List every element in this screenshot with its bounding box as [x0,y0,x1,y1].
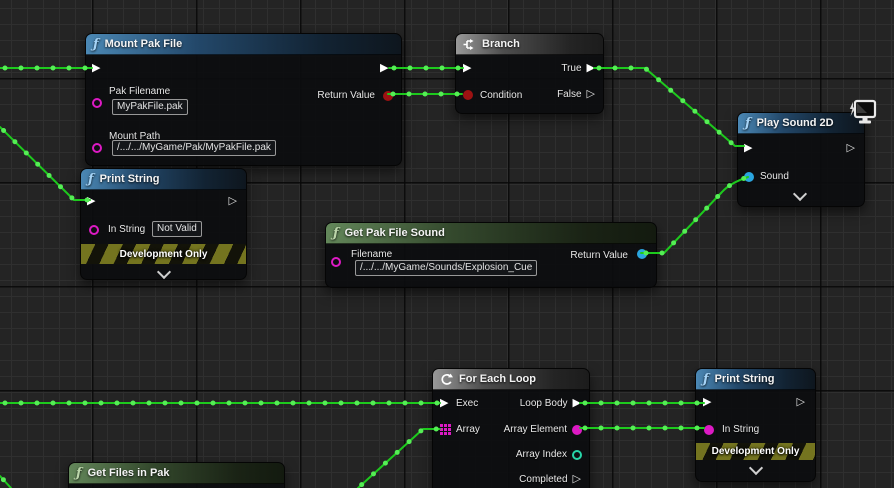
wire-offscreen-corner [0,475,12,488]
array-index-row[interactable]: Array Index [516,449,582,460]
function-icon: ƒ [333,225,339,241]
wire-sound-return-to-playsound [640,176,749,254]
array-index-label: Array Index [515,449,567,460]
node-title: Get Files in Pak [87,467,170,479]
return-value-pin[interactable] [637,249,647,259]
pak-filename-pin[interactable] [92,98,102,108]
sound-label: Sound [760,171,789,182]
node-header[interactable]: ƒ Get Pak File Sound [326,223,656,244]
function-icon: ƒ [745,115,751,131]
exec-in-pin[interactable]: ▶ [92,62,101,74]
in-string-field[interactable]: Not Valid [152,221,202,237]
node-print-string-1[interactable]: ƒ Print String ▶ ▷ In String Not Valid D… [80,168,247,280]
exec-in-pin[interactable]: ▶ [440,397,449,409]
true-label: True [561,63,582,74]
mount-path-pin[interactable] [92,143,102,153]
exec-in-pin[interactable]: ▶ [87,195,96,207]
node-for-each-loop[interactable]: For Each Loop ▶ Exec Loop Body ▶ Array A… [432,368,590,488]
chevron-down-icon[interactable] [156,264,172,280]
filename-pin[interactable] [331,257,341,267]
node-header[interactable]: For Each Loop [433,369,589,390]
banner-text: Development Only [119,248,208,260]
exec-out-pin[interactable]: ▷ [796,396,805,408]
array-element-label: Array Element [503,424,567,435]
exec-in-pin[interactable]: ▶ [703,396,712,408]
node-title: Print String [99,173,160,185]
return-value-pin[interactable] [383,91,393,101]
node-header[interactable]: ƒ Play Sound 2D [738,113,864,134]
node-header[interactable]: ƒ Get Files in Pak [69,463,284,484]
return-value-label: Return Value [317,90,375,101]
in-string-pin[interactable] [89,225,99,235]
in-string-label: In String [108,224,146,235]
node-title: Mount Pak File [104,38,183,50]
node-header[interactable]: ƒ Print String [696,369,815,390]
node-title: Get Pak File Sound [344,227,445,239]
loop-body-exec-pin[interactable]: ▶ [572,397,581,409]
array-index-pin[interactable] [572,449,582,460]
true-exec-pin[interactable]: ▶ [586,62,595,74]
node-get-pak-file-sound[interactable]: ƒ Get Pak File Sound Filename /.../.../M… [325,222,657,288]
exec-out-pin[interactable]: ▷ [228,195,237,207]
pak-filename-label: Pak Filename [109,86,171,97]
array-label: Array [456,424,480,435]
array-element-pin[interactable] [572,424,582,435]
node-title: Branch [482,38,520,50]
exec-in-pin[interactable]: ▶ [744,142,753,154]
banner-text: Development Only [711,446,800,457]
function-icon: ƒ [76,465,82,481]
mount-path-field[interactable]: /.../.../MyGame/Pak/MyPakFile.pak [112,140,276,156]
node-header[interactable]: Branch [456,34,603,55]
chevron-down-icon[interactable] [748,460,764,476]
node-title: Print String [714,373,775,385]
node-play-sound-2d[interactable]: ƒ Play Sound 2D ▶ ▷ Sound [737,99,877,207]
function-icon: ƒ [93,36,99,52]
node-header[interactable]: ƒ Print String [81,169,246,190]
function-icon: ƒ [88,171,94,187]
completed-exec-pin[interactable]: ▷ [572,473,581,485]
exec-out-pin[interactable]: ▷ [846,142,855,154]
in-string-label: In String [722,424,760,435]
chevron-down-icon[interactable] [792,186,808,202]
in-string-pin[interactable] [704,425,714,435]
node-print-string-2[interactable]: ƒ Print String ▶ ▷ In String Development… [695,368,816,482]
return-value-label: Return Value [570,250,628,261]
exec-in-pin[interactable]: ▶ [463,62,472,74]
wire-branch-true-to-playsound [593,67,745,147]
filename-label: Filename [351,249,393,260]
false-exec-pin[interactable]: ▷ [586,88,595,100]
wire-exec-into-printstring1 [0,126,91,201]
true-pin-row[interactable]: True ▶ [561,62,595,75]
development-only-banner: Development Only [81,244,246,264]
node-title: For Each Loop [459,373,536,385]
completed-row[interactable]: Completed ▷ [519,473,581,486]
branch-icon [463,38,474,50]
exec-label: Exec [456,398,479,409]
node-header[interactable]: ƒ Mount Pak File [86,34,401,55]
filename-field[interactable]: /.../.../MyGame/Sounds/Explosion_Cue [355,260,538,276]
node-title: Play Sound 2D [756,117,834,129]
condition-label: Condition [480,90,523,101]
loop-body-label: Loop Body [519,398,568,409]
loop-icon [441,373,453,385]
false-label: False [557,89,582,100]
client-monitor-icon [849,99,877,124]
node-mount-pak-file[interactable]: ƒ Mount Pak File ▶ ▶ Return Value Pak Fi… [85,33,402,166]
array-element-row[interactable]: Array Element [504,424,582,435]
node-branch[interactable]: Branch ▶ True ▶ Condition False ▷ [455,33,604,114]
development-only-banner: Development Only [696,443,815,460]
mount-path-label: Mount Path [109,131,161,142]
pak-filename-field[interactable]: MyPakFile.pak [112,99,188,115]
condition-pin[interactable] [463,90,473,100]
node-get-files-in-pak[interactable]: ƒ Get Files in Pak [68,462,285,488]
wire-array-into-foreach [357,428,441,488]
loop-body-row[interactable]: Loop Body ▶ [519,397,581,410]
function-icon: ƒ [703,371,709,387]
exec-out-pin[interactable]: ▶ [380,62,389,74]
array-pin[interactable] [440,424,451,435]
false-pin-row[interactable]: False ▷ [557,88,595,101]
sound-pin[interactable] [744,172,754,182]
completed-label: Completed [519,474,568,485]
